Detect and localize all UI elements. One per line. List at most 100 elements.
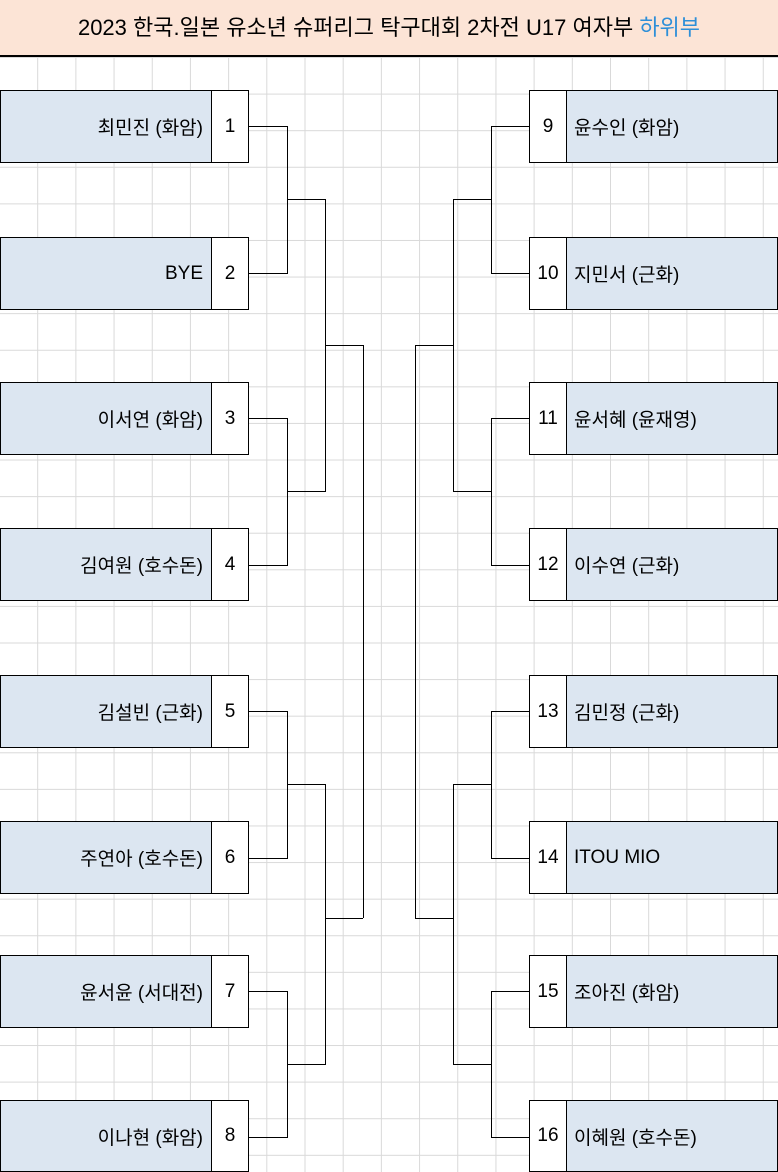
bracket-seed-cell-16[interactable]: 16 bbox=[529, 1100, 567, 1172]
player-name-6: 주연아 (호수돈) bbox=[80, 849, 203, 870]
bracket-name-cell-2[interactable]: BYE bbox=[0, 237, 211, 310]
connector-left-r3-top-vert bbox=[363, 345, 364, 918]
bracket-name-cell-14[interactable]: ITOU MIO bbox=[567, 821, 778, 894]
connector-left-r2-m2-bottom bbox=[287, 1064, 325, 1065]
bracket-name-cell-11[interactable]: 윤서혜 (윤재영) bbox=[567, 382, 778, 455]
bracket-seed-cell-3[interactable]: 3 bbox=[211, 382, 249, 455]
connector-right-r1-m1-vert bbox=[491, 126, 492, 274]
bracket-seed-cell-11[interactable]: 11 bbox=[529, 382, 567, 455]
seed-number-1: 1 bbox=[224, 115, 236, 137]
page-title: 2023 한국.일본 유소년 슈퍼리그 탁구대회 2차전 U17 여자부 하위부 bbox=[77, 14, 700, 40]
connector-left-r1-m2-top bbox=[249, 418, 287, 419]
player-name-11: 윤서혜 (윤재영) bbox=[574, 410, 697, 431]
connector-right-r2-m1-top bbox=[453, 199, 491, 200]
bracket-name-cell-16[interactable]: 이혜원 (호수돈) bbox=[567, 1100, 778, 1172]
connector-right-r1-m2-bottom bbox=[491, 565, 529, 566]
connector-left-r1-m1-bottom bbox=[249, 273, 287, 274]
bracket-name-cell-3[interactable]: 이서연 (화암) bbox=[0, 382, 211, 455]
connector-right-r3-bottom-stub bbox=[415, 918, 453, 919]
connector-left-r1-m3-bottom bbox=[249, 858, 287, 859]
player-name-7: 윤서윤 (서대전) bbox=[80, 983, 203, 1004]
bracket-name-cell-8[interactable]: 이나현 (화암) bbox=[0, 1100, 211, 1172]
connector-left-r1-m1-top bbox=[249, 126, 287, 127]
bracket-name-cell-15[interactable]: 조아진 (화암) bbox=[567, 955, 778, 1028]
page-title-main: 2023 한국.일본 유소년 슈퍼리그 탁구대회 2차전 U17 여자부 bbox=[77, 14, 640, 40]
connector-right-r2-m1-bottom bbox=[453, 491, 491, 492]
connector-left-r1-m4-top bbox=[249, 991, 287, 992]
connector-left-r2-m1-bottom bbox=[287, 491, 325, 492]
connector-right-r2-m2-top bbox=[453, 784, 491, 785]
seed-number-7: 7 bbox=[224, 980, 236, 1002]
player-name-12: 이수연 (근화) bbox=[574, 556, 680, 577]
connector-left-r1-m2-vert bbox=[287, 418, 288, 566]
bracket-name-cell-1[interactable]: 최민진 (화암) bbox=[0, 90, 211, 163]
connector-right-r1-m1-bottom bbox=[491, 273, 529, 274]
seed-number-6: 6 bbox=[224, 846, 236, 868]
bracket-name-cell-9[interactable]: 윤수인 (화암) bbox=[567, 90, 778, 163]
player-name-8: 이나현 (화암) bbox=[97, 1127, 203, 1149]
connector-right-r2-m2-vert bbox=[453, 784, 454, 1065]
bracket-seed-cell-14[interactable]: 14 bbox=[529, 821, 567, 894]
connector-right-r1-m4-top bbox=[491, 991, 529, 992]
connector-right-r2-m1-vert bbox=[453, 199, 454, 492]
connector-right-r1-m4-bottom bbox=[491, 1137, 529, 1138]
bracket-name-cell-7[interactable]: 윤서윤 (서대전) bbox=[0, 955, 211, 1028]
bracket-seed-cell-5[interactable]: 5 bbox=[211, 675, 249, 748]
seed-number-8: 8 bbox=[224, 1125, 236, 1146]
player-name-10: 지민서 (근화) bbox=[574, 265, 680, 286]
seed-number-13: 13 bbox=[537, 700, 559, 722]
player-name-2: BYE bbox=[164, 262, 203, 284]
seed-number-11: 11 bbox=[538, 407, 558, 429]
connector-right-r1-m2-vert bbox=[491, 418, 492, 566]
connector-left-r3-top-stub bbox=[325, 345, 363, 346]
bracket-seed-cell-1[interactable]: 1 bbox=[211, 90, 249, 163]
player-name-16: 이혜원 (호수돈) bbox=[574, 1127, 697, 1149]
connector-left-r1-m3-vert bbox=[287, 711, 288, 859]
bracket-name-cell-5[interactable]: 김설빈 (근화) bbox=[0, 675, 211, 748]
bracket-seed-cell-15[interactable]: 15 bbox=[529, 955, 567, 1028]
bracket-seed-cell-7[interactable]: 7 bbox=[211, 955, 249, 1028]
seed-number-3: 3 bbox=[224, 407, 236, 429]
player-name-4: 김여원 (호수돈) bbox=[80, 556, 203, 577]
seed-number-14: 14 bbox=[537, 846, 559, 868]
bracket-seed-cell-8[interactable]: 8 bbox=[211, 1100, 249, 1172]
connector-left-r1-m4-bottom bbox=[249, 1137, 287, 1138]
connector-left-r2-m1-top bbox=[287, 199, 325, 200]
connector-left-r1-m2-bottom bbox=[249, 565, 287, 566]
seed-number-12: 12 bbox=[537, 553, 559, 575]
connector-left-r3-bottom-stub bbox=[325, 918, 363, 919]
connector-left-r1-m3-top bbox=[249, 711, 287, 712]
connector-right-r1-m4-vert bbox=[491, 991, 492, 1138]
connector-right-r1-m3-bottom bbox=[491, 858, 529, 859]
player-name-5: 김설빈 (근화) bbox=[97, 703, 203, 724]
seed-number-9: 9 bbox=[542, 115, 554, 137]
player-name-15: 조아진 (화암) bbox=[574, 983, 680, 1004]
connector-right-r1-m3-top bbox=[491, 711, 529, 712]
seed-number-4: 4 bbox=[224, 553, 236, 575]
bracket-seed-cell-2[interactable]: 2 bbox=[211, 237, 249, 310]
bracket-name-cell-4[interactable]: 김여원 (호수돈) bbox=[0, 528, 211, 601]
bracket-seed-cell-12[interactable]: 12 bbox=[529, 528, 567, 601]
bracket-name-cell-12[interactable]: 이수연 (근화) bbox=[567, 528, 778, 601]
bracket-seed-cell-9[interactable]: 9 bbox=[529, 90, 567, 163]
bracket-name-cell-10[interactable]: 지민서 (근화) bbox=[567, 237, 778, 310]
bracket-name-cell-6[interactable]: 주연아 (호수돈) bbox=[0, 821, 211, 894]
connector-right-r2-m2-bottom bbox=[453, 1064, 491, 1065]
bracket-name-cell-13[interactable]: 김민정 (근화) bbox=[567, 675, 778, 748]
player-name-13: 김민정 (근화) bbox=[574, 703, 680, 724]
bracket-seed-cell-4[interactable]: 4 bbox=[211, 528, 249, 601]
connector-left-r1-m1-vert bbox=[287, 126, 288, 274]
connector-left-r2-m2-vert bbox=[325, 784, 326, 1065]
bracket-seed-cell-13[interactable]: 13 bbox=[529, 675, 567, 748]
connector-right-r1-m1-top bbox=[491, 126, 529, 127]
seed-number-10: 10 bbox=[537, 262, 559, 284]
seed-number-15: 15 bbox=[537, 980, 559, 1002]
connector-right-r1-m3-vert bbox=[491, 711, 492, 859]
connector-right-r1-m2-top bbox=[491, 418, 529, 419]
bracket-seed-cell-10[interactable]: 10 bbox=[529, 237, 567, 310]
player-name-9: 윤수인 (화암) bbox=[574, 118, 680, 139]
seed-number-2: 2 bbox=[224, 262, 236, 284]
connector-right-r3-top-stub bbox=[415, 345, 453, 346]
bracket-seed-cell-6[interactable]: 6 bbox=[211, 821, 249, 894]
